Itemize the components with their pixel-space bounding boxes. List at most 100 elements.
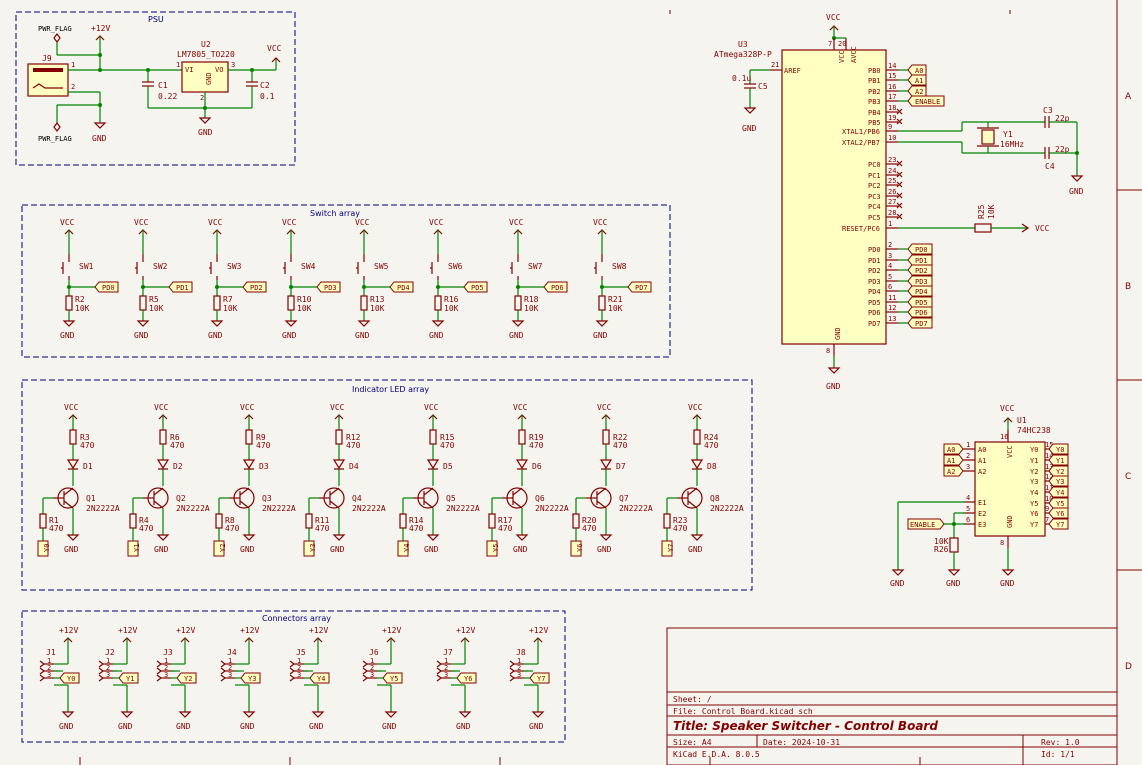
connector-pin-number: 2 (444, 664, 448, 672)
connector-pin (436, 660, 442, 668)
led-diode (599, 459, 613, 470)
svg-text:GND: GND (1006, 515, 1014, 528)
net-label-text: PD6 (551, 284, 564, 292)
transistor-collector (329, 487, 340, 496)
gnd-label: GND (309, 722, 324, 731)
connector-pin-number: 3 (164, 671, 168, 679)
mcu-pin-number: 23 (888, 156, 896, 164)
tb-rev: Rev: 1.0 (1041, 738, 1080, 747)
gnd-label: GND (60, 331, 75, 340)
resistor (335, 429, 343, 445)
connector-pin-number: 1 (106, 657, 110, 665)
connector-pin-number: 3 (297, 671, 301, 679)
resistor-ref: R21 (608, 295, 623, 304)
net-label-box (907, 317, 933, 329)
svg-text:22p: 22p (1055, 145, 1070, 154)
mcu-pin-name: PB0 (868, 67, 881, 75)
psu-12v-label: +12V (91, 24, 110, 33)
net-label-text: ENABLE (915, 98, 940, 106)
gnd-label: GND (513, 545, 528, 554)
svg-text:16: 16 (1000, 433, 1008, 441)
gnd-label: GND (429, 331, 444, 340)
vcc-label: VCC (597, 403, 612, 412)
led-ref: D5 (443, 462, 453, 471)
dec-pin-number: 5 (966, 505, 970, 513)
tb-id: Id: 1/1 (1041, 750, 1075, 759)
resistor-value: 470 (256, 441, 271, 450)
net-label-text: Y5 (1056, 500, 1064, 508)
resistor-ref: R2 (75, 295, 85, 304)
gnd-symbol (120, 711, 134, 718)
gnd-symbol (595, 320, 609, 327)
dec-pin-number: 2 (966, 452, 970, 460)
transistor-emitter (512, 500, 523, 509)
gnd-label: GND (118, 722, 133, 731)
gnd-label: GND (529, 722, 544, 731)
mcu-pin-list: PB014PB115PB216PB317PB418PB519XTAL1/PB69… (842, 62, 945, 329)
gnd-symbol (458, 711, 472, 718)
svg-text:20: 20 (838, 40, 846, 48)
dec-pin-number: 10 (1045, 495, 1053, 503)
dec-pin-number: 14 (1045, 452, 1053, 460)
resistor-value: 10K (608, 304, 623, 313)
net-label-text: Y7 (537, 675, 545, 683)
base-resistor-value: 470 (225, 524, 240, 533)
resistor-value: 470 (80, 441, 95, 450)
net-label-text: PD7 (915, 320, 928, 328)
tb-file: File: Control Board.kicad_sch (673, 707, 813, 716)
resistor (360, 295, 368, 311)
gnd-symbol (384, 711, 398, 718)
connector-pin-number: 1 (370, 657, 374, 665)
led-ref: D3 (259, 462, 269, 471)
connector-pin-number: 1 (228, 657, 232, 665)
dec-pin-number: 11 (1045, 484, 1053, 492)
base-resistor-ref: R14 (409, 516, 424, 525)
switch-array-title: Switch array (310, 209, 360, 218)
gnd-label: GND (240, 545, 255, 554)
net-label-box (59, 672, 80, 684)
connector-pin-number: 3 (106, 671, 110, 679)
vcc-label: VCC (509, 218, 524, 227)
led-ref: D8 (707, 462, 717, 471)
resistor-value: 470 (704, 441, 719, 450)
connector-pin (98, 667, 104, 675)
mcu-pin-number: 27 (888, 198, 896, 206)
svg-text:0.1u: 0.1u (732, 74, 751, 83)
connector-pin (509, 674, 515, 682)
mcu-pin-number: 28 (888, 209, 896, 217)
gnd-symbol (531, 711, 545, 718)
decoder-pin-list: A01A0A12A1A23A2E14E25E36Y015Y0Y114Y1Y213… (943, 441, 1069, 530)
gnd-symbol (431, 320, 445, 327)
gnd-symbol (332, 534, 346, 541)
svg-text:C2: C2 (260, 81, 270, 90)
connector-ref: J5 (296, 648, 306, 657)
mcu-pin-name: PC3 (868, 193, 881, 201)
net-label-box (907, 74, 927, 86)
dec-pin-name: Y1 (1030, 457, 1038, 465)
svg-text:GND: GND (198, 128, 213, 137)
mcu-pin-number: 10 (888, 134, 896, 142)
gnd-symbol (242, 534, 256, 541)
net-label-box (463, 281, 488, 293)
net-label-text: Y3 (309, 544, 317, 552)
vcc-label: VCC (282, 218, 297, 227)
net-label-text: A0 (915, 67, 923, 75)
svg-text:LM7805_TO220: LM7805_TO220 (177, 50, 235, 59)
connector-pin (436, 667, 442, 675)
base-resistor-ref: R1 (49, 516, 59, 525)
mcu-pin-name: PD6 (868, 309, 881, 317)
net-label-text: Y0 (67, 675, 75, 683)
gnd-label: GND (64, 545, 79, 554)
svg-text:22p: 22p (1055, 114, 1070, 123)
transistor-value: 2N2222A (352, 504, 386, 513)
net-label-text: Y5 (390, 675, 398, 683)
net-label-box (37, 540, 49, 557)
mcu-block: VCC 7 20 U3 ATmega328P-P AREF VCC AVCC G… (714, 13, 1084, 391)
decoder-74hc238 (974, 441, 1046, 537)
net-label-text: PD2 (250, 284, 263, 292)
